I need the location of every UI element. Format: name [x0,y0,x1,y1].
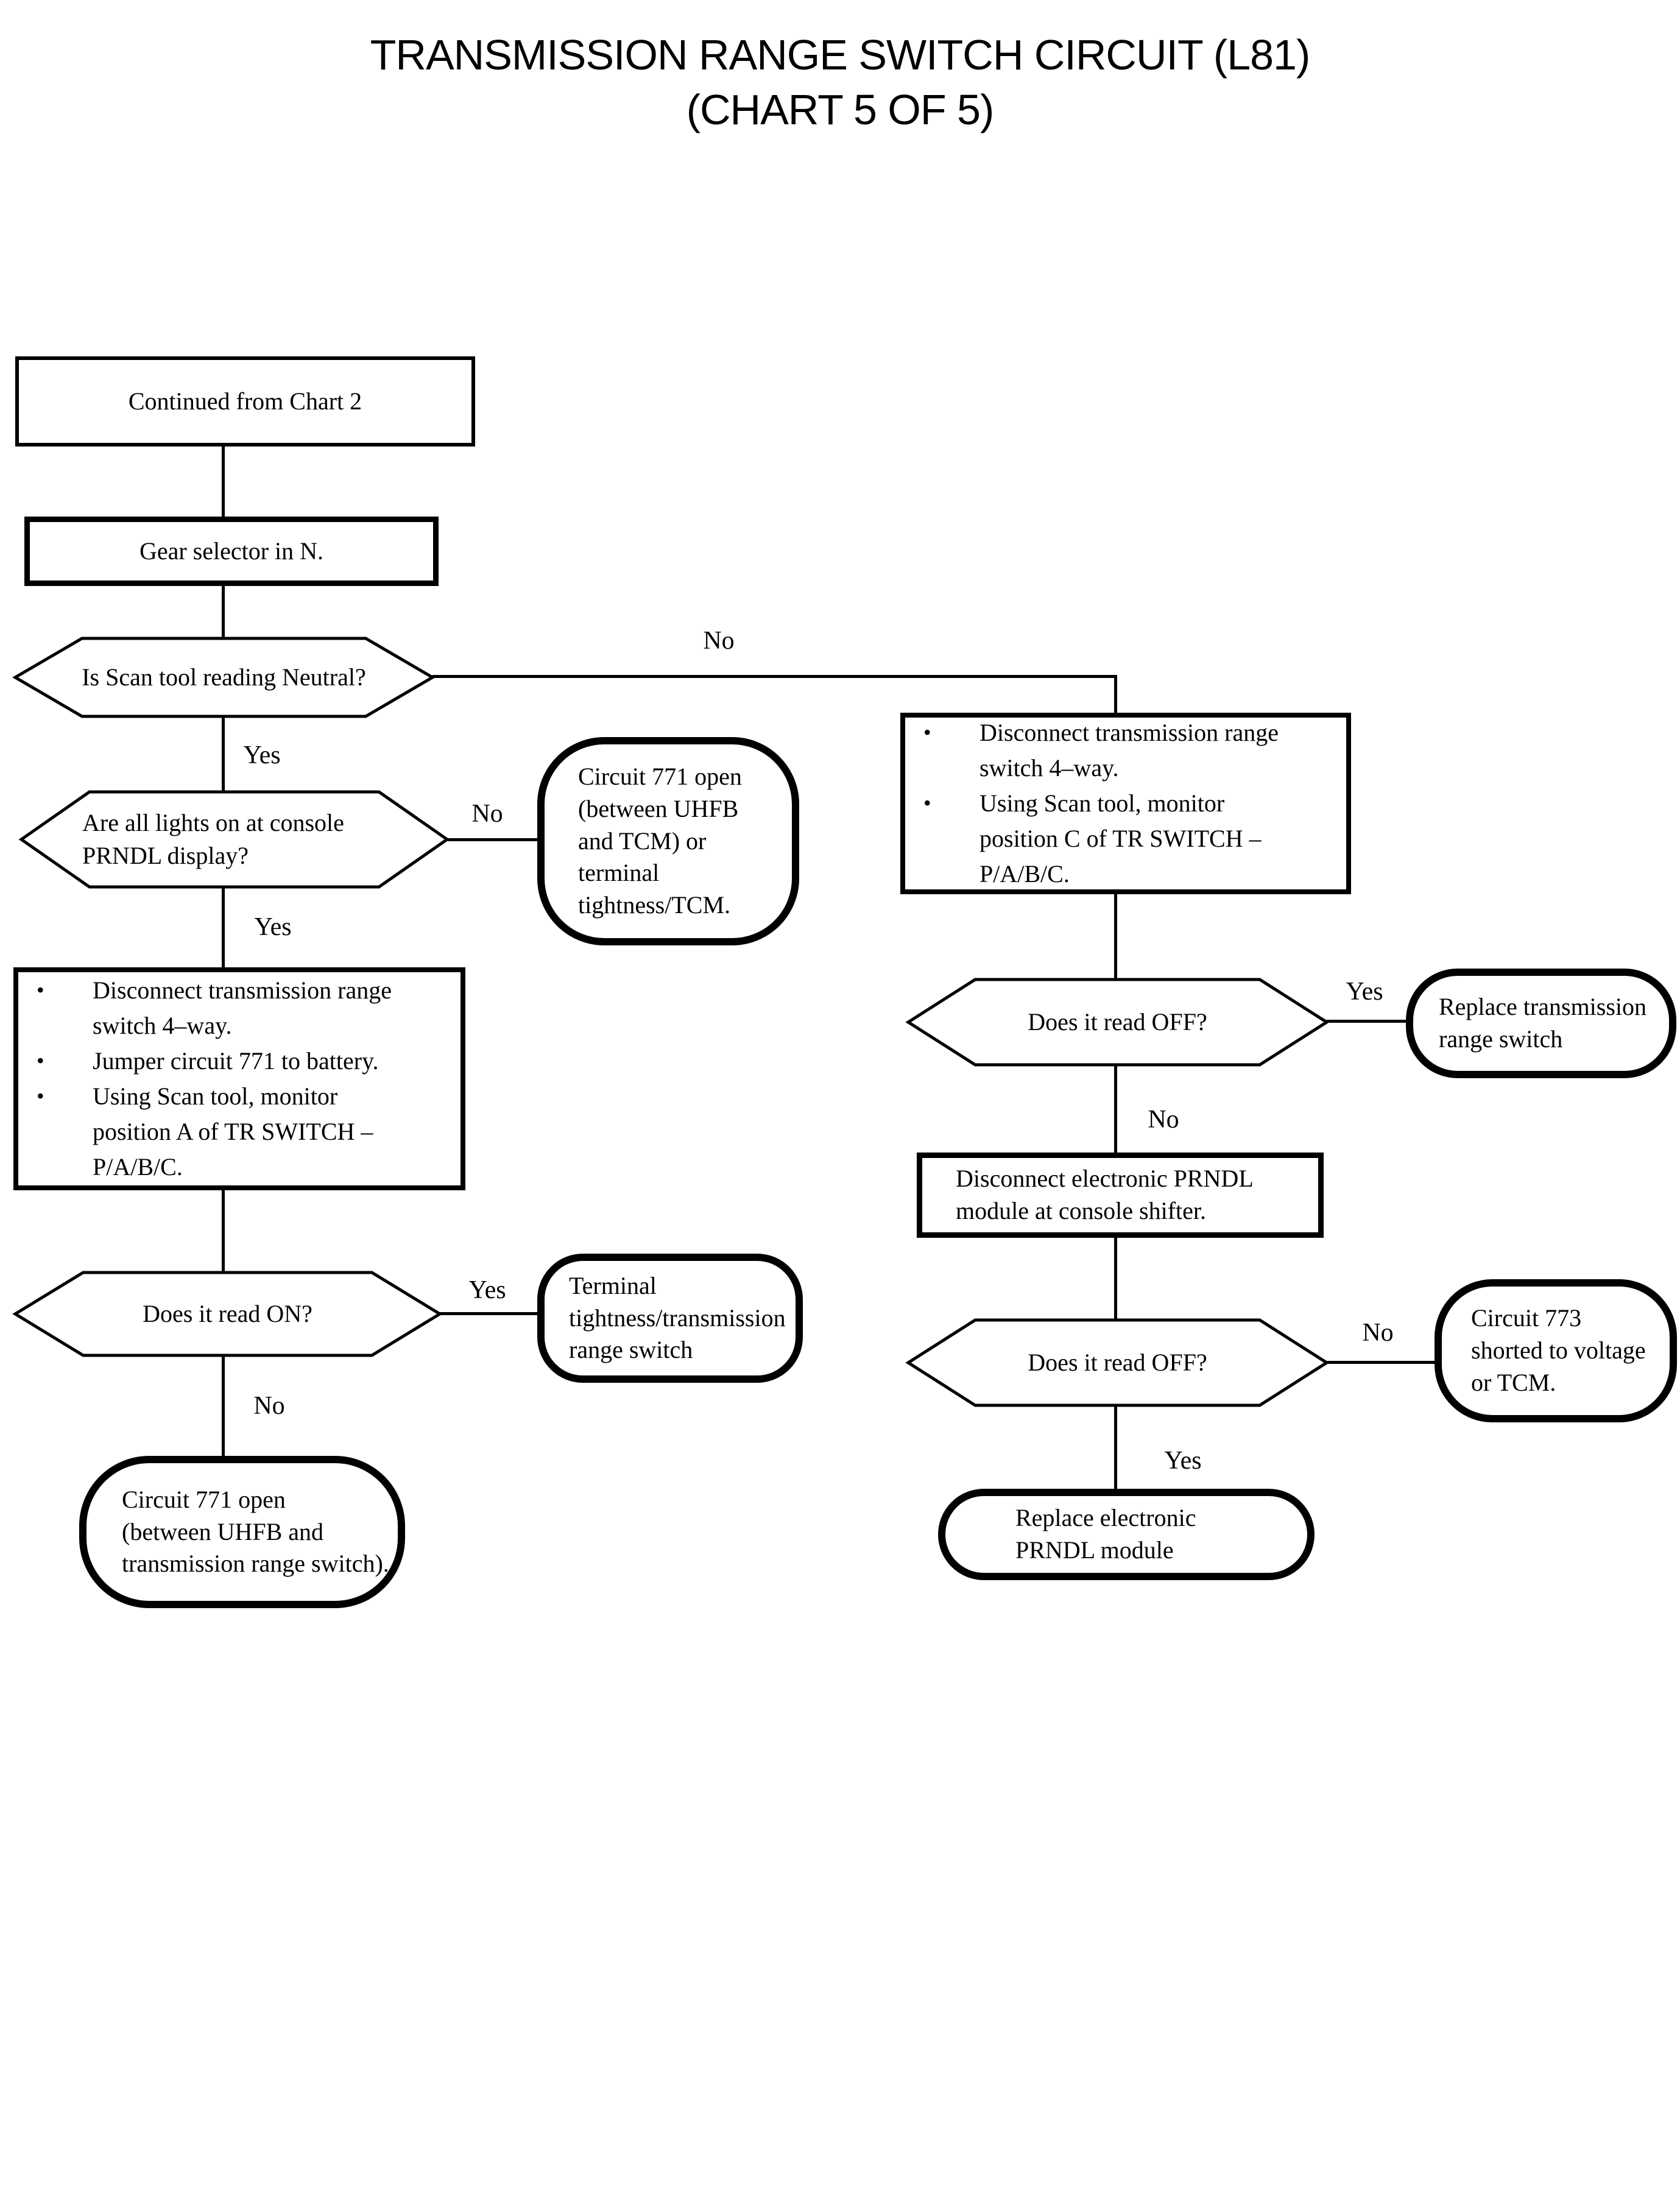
connector-scan-neutral-no-vertical [1114,675,1117,716]
terminator-text: Terminal tightness/transmission range sw… [569,1271,786,1364]
terminator-text: Circuit 773 shorted to voltage or TCM. [1471,1304,1646,1396]
connector-gear-to-scan-neutral [222,584,225,642]
page-title: TRANSMISSION RANGE SWITCH CIRCUIT (L81) … [0,28,1680,137]
connector-read-on-no [222,1353,225,1459]
connector-continued-to-gear [222,445,225,519]
bullet-icon: • [37,1084,44,1108]
list-item-text: Jumper circuit 771 to battery. [93,1047,379,1075]
hexagon-shape [908,1320,1327,1405]
terminator-replace-prndl-module: Replace electronic PRNDL module [938,1489,1315,1580]
decision-does-it-read-off-2: Does it read OFF? [908,1320,1327,1405]
edge-label-no: No [253,1392,285,1420]
decision-does-it-read-off-1: Does it read OFF? [908,980,1327,1065]
connector-lights-yes [222,884,225,970]
connector-lights-no [445,838,540,841]
list-item-text: Disconnect transmission range switch 4–w… [979,719,1279,782]
terminator-text: Replace electronic PRNDL module [1015,1504,1196,1564]
process-text: Gear selector in N. [139,537,324,565]
list-item-text: Using Scan tool, monitor position A of T… [93,1082,373,1181]
connector-steps-right-to-read-off1 [1114,892,1117,982]
terminator-text: Replace transmission range switch [1439,993,1647,1053]
connector-read-off1-yes [1324,1020,1408,1023]
list-item: • Disconnect transmission range switch 4… [37,973,450,1043]
connector-scan-neutral-no-horizontal [432,675,1117,678]
terminator-replace-range-switch: Replace transmission range switch [1406,969,1676,1078]
connector-scan-neutral-yes [222,714,225,796]
decision-text: Are all lights on at console PRNDL displ… [82,809,344,869]
bullet-icon: • [37,1048,44,1073]
list-item: • Disconnect transmission range switch 4… [923,715,1335,786]
decision-scan-reading-neutral: Is Scan tool reading Neutral? [15,638,432,716]
edge-label-no: No [1362,1319,1394,1347]
terminator-circuit-773-shorted: Circuit 773 shorted to voltage or TCM. [1435,1279,1677,1422]
decision-does-it-read-on: Does it read ON? [15,1273,440,1355]
list-item-text: Disconnect transmission range switch 4–w… [93,976,392,1039]
connector-read-off2-no [1324,1361,1437,1364]
list-item: • Using Scan tool, monitor position A of… [37,1079,450,1185]
edge-label-yes: Yes [254,913,292,941]
hexagon-shape [908,980,1327,1065]
terminator-circuit-771-open-switch: Circuit 771 open (between UHFB and trans… [79,1456,405,1608]
connector-read-on-yes [437,1312,540,1315]
terminator-terminal-tightness: Terminal tightness/transmission range sw… [537,1254,803,1383]
connector-read-off1-no [1114,1062,1117,1155]
edge-label-no: No [471,800,503,828]
hexagon-shape [15,1273,440,1355]
decision-all-lights-on: Are all lights on at console PRNDL displ… [21,792,447,887]
edge-label-no: No [703,627,735,655]
decision-text: Does it read OFF? [1028,1349,1207,1376]
connector-disconnect-prndl-to-read-off2 [1114,1234,1117,1323]
list-item: • Using Scan tool, monitor position C of… [923,786,1335,892]
terminator-text: Circuit 771 open (between UHFB and TCM) … [578,763,742,919]
page-title-line-1: TRANSMISSION RANGE SWITCH CIRCUIT (L81) [370,31,1311,79]
decision-text: Does it read ON? [143,1300,312,1327]
decision-text: Is Scan tool reading Neutral? [82,663,366,691]
process-steps-left: • Disconnect transmission range switch 4… [13,967,465,1190]
connector-steps-left-to-read-on [222,1188,225,1276]
process-disconnect-prndl-module: Disconnect electronic PRNDL module at co… [917,1153,1324,1238]
list-item-text: Using Scan tool, monitor position C of T… [979,789,1262,888]
bullet-list: • Disconnect transmission range switch 4… [905,718,1346,889]
connector-read-off2-yes [1114,1403,1117,1491]
list-item: • Jumper circuit 771 to battery. [37,1043,450,1079]
bullet-icon: • [923,720,931,744]
bullet-icon: • [37,978,44,1002]
edge-label-yes: Yes [1164,1447,1202,1475]
hexagon-shape [15,638,432,716]
process-continued-from-chart-2: Continued from Chart 2 [15,356,475,447]
hexagon-shape [21,792,447,887]
terminator-circuit-771-open-tcm: Circuit 771 open (between UHFB and TCM) … [537,737,799,945]
process-gear-selector: Gear selector in N. [24,517,439,586]
terminator-text: Circuit 771 open (between UHFB and trans… [122,1485,389,1578]
edge-label-yes: Yes [243,741,281,769]
bullet-icon: • [923,791,931,815]
process-text: Continued from Chart 2 [128,387,362,415]
process-text: Disconnect electronic PRNDL module at co… [956,1165,1254,1224]
decision-text: Does it read OFF? [1028,1008,1207,1036]
edge-label-yes: Yes [468,1276,506,1304]
page-title-line-2: (CHART 5 OF 5) [686,85,995,133]
edge-label-yes: Yes [1346,978,1383,1006]
bullet-list: • Disconnect transmission range switch 4… [18,972,461,1185]
edge-label-no: No [1148,1106,1179,1134]
process-steps-right: • Disconnect transmission range switch 4… [900,713,1351,894]
